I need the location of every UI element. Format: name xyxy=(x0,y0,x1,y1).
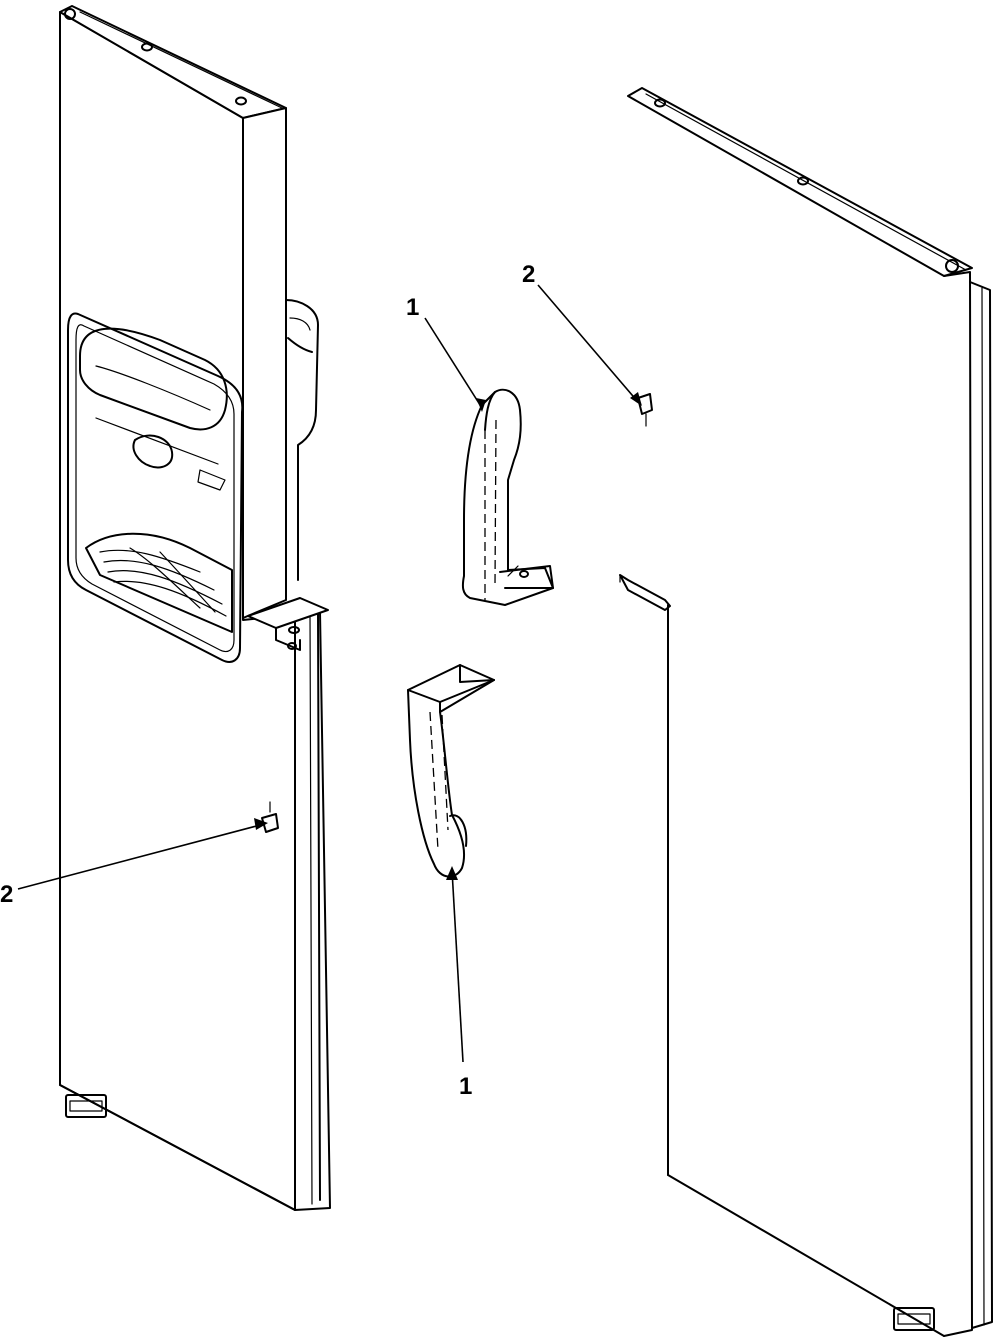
callout-label: 2 xyxy=(522,261,535,288)
right-door xyxy=(619,87,993,1337)
callout-label: 1 xyxy=(406,294,419,321)
callout-label: 1 xyxy=(459,1073,472,1100)
callout-handle-lower: 1 xyxy=(446,866,472,1100)
handle-upper xyxy=(461,388,554,606)
callout-label: 2 xyxy=(0,881,13,908)
callout-handle-upper: 1 xyxy=(406,294,486,412)
door-plug-right xyxy=(637,393,653,427)
callout-plug-right: 2 xyxy=(522,261,642,406)
door-plug-left xyxy=(261,801,279,833)
callout-plug-left: 2 xyxy=(0,818,268,908)
handle-lower xyxy=(407,664,495,878)
left-door xyxy=(59,5,331,1211)
dispenser-recess xyxy=(67,312,244,663)
